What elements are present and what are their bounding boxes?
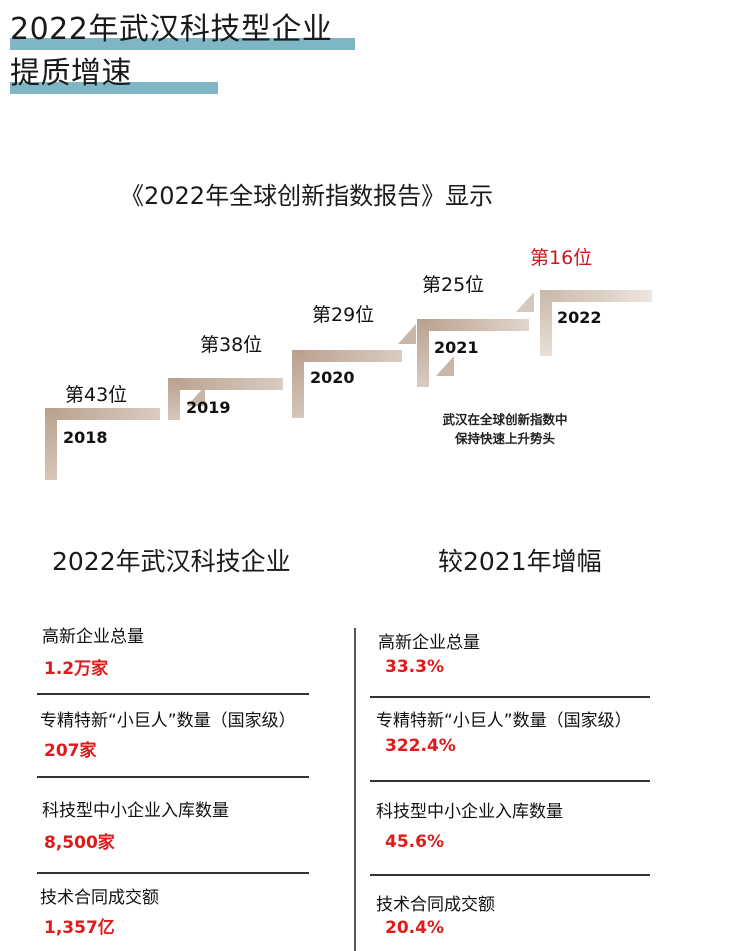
stat-value: 1.2万家 [44, 659, 109, 679]
step-bar [292, 350, 402, 362]
row-divider [37, 693, 309, 695]
year-label-2019: 2019 [186, 398, 231, 417]
step-riser [540, 290, 552, 356]
step-notch [436, 356, 454, 376]
stat-label: 科技型中小企业入库数量 [42, 801, 229, 821]
stat-value: 8,500家 [44, 833, 115, 853]
step-bar [45, 408, 160, 420]
year-label-2018: 2018 [63, 428, 108, 447]
step-notch [187, 386, 205, 406]
stat-label: 高新企业总量 [378, 633, 480, 653]
step-notch-2020 [398, 324, 416, 344]
year-label-2022: 2022 [557, 308, 602, 327]
stat-label: 技术合同成交额 [40, 888, 159, 908]
rank-label-2018: 第43位 [65, 384, 128, 406]
rank-label-2019: 第38位 [200, 334, 263, 356]
row-divider [37, 872, 309, 874]
year-label-2021: 2021 [434, 338, 479, 357]
row-divider [370, 874, 650, 876]
ranking-note-line-2: 保持快速上升势头 [454, 431, 555, 446]
stat-label: 高新企业总量 [42, 627, 144, 647]
rank-label-2021: 第25位 [422, 274, 485, 296]
right-column-heading: 较2021年增幅 [438, 547, 602, 576]
step-bar [168, 378, 283, 390]
step-bar [417, 319, 529, 331]
column-divider [354, 628, 356, 951]
stat-value: 322.4% [385, 736, 456, 756]
step-bar [540, 290, 652, 302]
year-label-2020: 2020 [310, 368, 355, 387]
rank-label-2020: 第29位 [312, 304, 375, 326]
stat-value: 33.3% [385, 657, 444, 677]
stat-label: 科技型中小企业入库数量 [376, 802, 563, 822]
left-column-heading: 2022年武汉科技企业 [52, 547, 291, 576]
ranking-note: 武汉在全球创新指数中 保持快速上升势头 [410, 410, 600, 448]
stat-value: 20.4% [385, 918, 444, 938]
step-notch-2021 [516, 292, 534, 312]
page-title-line-1: 2022年武汉科技型企业 [10, 12, 333, 47]
step-riser [168, 378, 180, 420]
stat-value: 207家 [44, 741, 97, 761]
stat-label: 专精特新“小巨人”数量（国家级） [376, 711, 632, 731]
stat-label: 技术合同成交额 [376, 895, 495, 915]
rank-label-2022: 第16位 [530, 247, 593, 269]
ranking-note-line-1: 武汉在全球创新指数中 [442, 412, 568, 427]
title-highlight-1 [10, 38, 355, 50]
row-divider [370, 780, 650, 782]
stat-value: 45.6% [385, 832, 444, 852]
title-highlight-2 [10, 82, 218, 94]
report-caption: 《2022年全球创新指数报告》显示 [120, 182, 494, 210]
stat-value: 1,357亿 [44, 918, 115, 938]
row-divider [37, 776, 309, 778]
step-riser [417, 319, 429, 387]
row-divider [370, 696, 650, 698]
stat-label: 专精特新“小巨人”数量（国家级） [40, 711, 296, 731]
page-title-line-2: 提质增速 [10, 56, 132, 91]
step-riser [292, 350, 304, 418]
step-riser [45, 408, 57, 480]
